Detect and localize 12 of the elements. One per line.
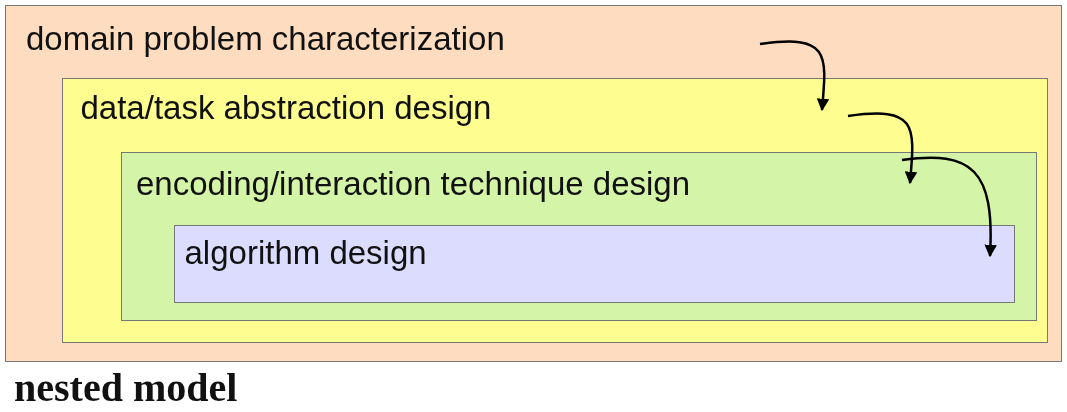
layer-title: encoding/interaction technique design — [136, 165, 691, 203]
layer-title: algorithm design — [184, 233, 427, 272]
layer-box — [61, 77, 1048, 343]
layer-title: data/task abstraction design — [80, 88, 492, 127]
layer-box — [173, 224, 1015, 303]
layer-box — [121, 152, 1037, 321]
curved-arrow — [901, 156, 997, 258]
caption: nested model — [14, 364, 238, 411]
curved-arrow — [847, 112, 918, 185]
curved-arrow — [759, 40, 830, 112]
layer-box — [5, 5, 1062, 362]
layer-title: domain problem characterization — [26, 20, 505, 58]
